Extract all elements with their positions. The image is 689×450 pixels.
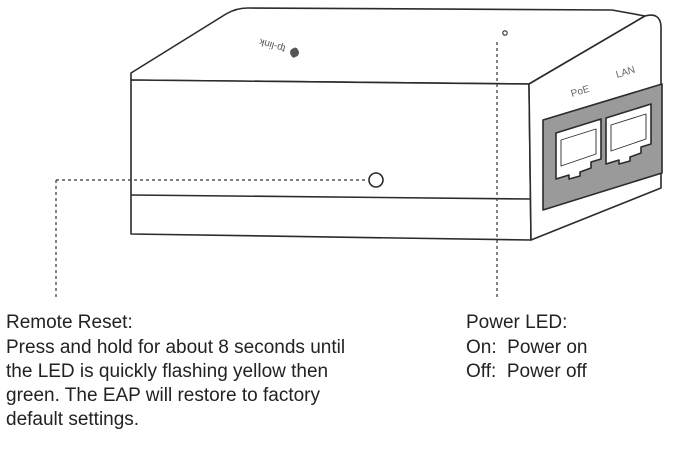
remote-reset-line-2: the LED is quickly flashing yellow then: [6, 361, 329, 382]
poe-injector-diagram: PoE LAN tp-link: [55, 7, 663, 300]
remote-reset-line-4: default settings.: [6, 409, 140, 430]
remote-reset-line-3: green. The EAP will restore to factory: [6, 385, 321, 406]
port-label-lan: LAN: [615, 65, 637, 81]
remote-reset-callout: Remote Reset: Press and hold for about 8…: [6, 311, 446, 432]
remote-reset-line-1: Press and hold for about 8 seconds until: [6, 337, 346, 358]
front-seam: [130, 194, 532, 200]
power-led-title: Power LED:: [466, 312, 568, 333]
port-label-poe: PoE: [570, 84, 592, 100]
remote-reset-title: Remote Reset:: [6, 312, 133, 333]
reset-pinhole: [368, 172, 384, 188]
power-led-on-line: On: Power on: [466, 337, 588, 358]
power-led-callout: Power LED: On: Power on Off: Power off: [466, 311, 686, 384]
device-front-face: [130, 79, 532, 241]
power-led-off-line: Off: Power off: [466, 361, 587, 382]
power-led-indicator: [502, 30, 508, 36]
